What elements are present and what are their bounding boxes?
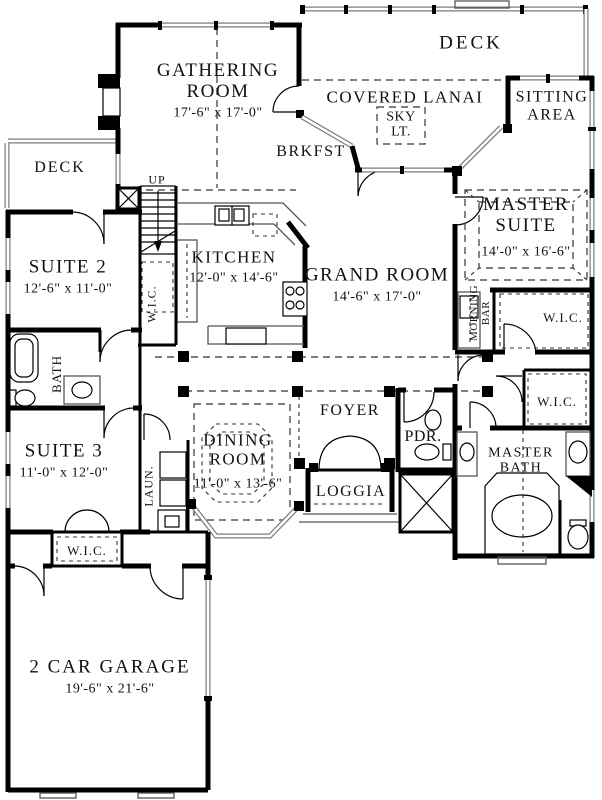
- room-dims-suite-3: 11'-0" x 12'-0": [19, 465, 109, 481]
- room-label-bath-2: BATH: [48, 355, 64, 393]
- room-label-wic-suite-3: W.I.C.: [67, 542, 107, 558]
- room-dims-master-suite: 14'-0" x 16'-6": [481, 244, 571, 260]
- room-label-garage: 2 CAR GARAGE: [29, 656, 191, 678]
- room-dims-gathering: 17'-6" x 17'-0": [173, 105, 263, 121]
- room-label-gathering: GATHERING ROOM: [156, 60, 280, 102]
- room-label-sitting-area: SITTING AREA: [515, 88, 589, 123]
- room-dims-kitchen: 12'-0" x 14'-6": [189, 270, 279, 286]
- room-label-suite-2: SUITE 2: [28, 256, 108, 278]
- room-label-wic-master-1: W.I.C.: [543, 309, 583, 325]
- room-dims-garage: 19'-6" x 21'-6": [65, 681, 155, 697]
- room-label-kitchen: KITCHEN: [191, 247, 277, 267]
- room-label-brkfst: BRKFST: [276, 143, 346, 161]
- room-label-master-bath: MASTER BATH: [488, 445, 554, 476]
- room-label-dining: DINING ROOM: [203, 430, 273, 468]
- room-label-master-suite: MASTER SUITE: [482, 194, 570, 236]
- room-label-deck-left: DECK: [34, 159, 86, 177]
- room-label-laundry: LAUN.: [141, 465, 156, 507]
- room-dims-suite-2: 12'-6" x 11'-0": [23, 281, 113, 297]
- room-label-wic-hall: W.I.C.: [144, 285, 159, 323]
- stairs-up-label: UP: [148, 172, 166, 187]
- room-label-foyer: FOYER: [320, 402, 380, 420]
- room-label-loggia: LOGGIA: [315, 483, 387, 501]
- room-label-sky-light: SKY LT.: [386, 109, 416, 140]
- room-label-suite-3: SUITE 3: [24, 440, 104, 462]
- room-dims-grand-room: 14'-6" x 17'-0": [332, 289, 422, 305]
- room-label-covered-lanai: COVERED LANAI: [326, 87, 484, 107]
- room-label-wic-master-2: W.I.C.: [537, 393, 577, 409]
- room-dims-dining: 11'-0" x 13'-6": [193, 476, 283, 492]
- room-label-morning-bar: MORNING BAR: [467, 284, 492, 342]
- room-label-deck-top: DECK: [439, 32, 503, 54]
- room-label-grand-room: GRAND ROOM: [304, 264, 450, 286]
- room-label-powder: PDR.: [404, 428, 442, 446]
